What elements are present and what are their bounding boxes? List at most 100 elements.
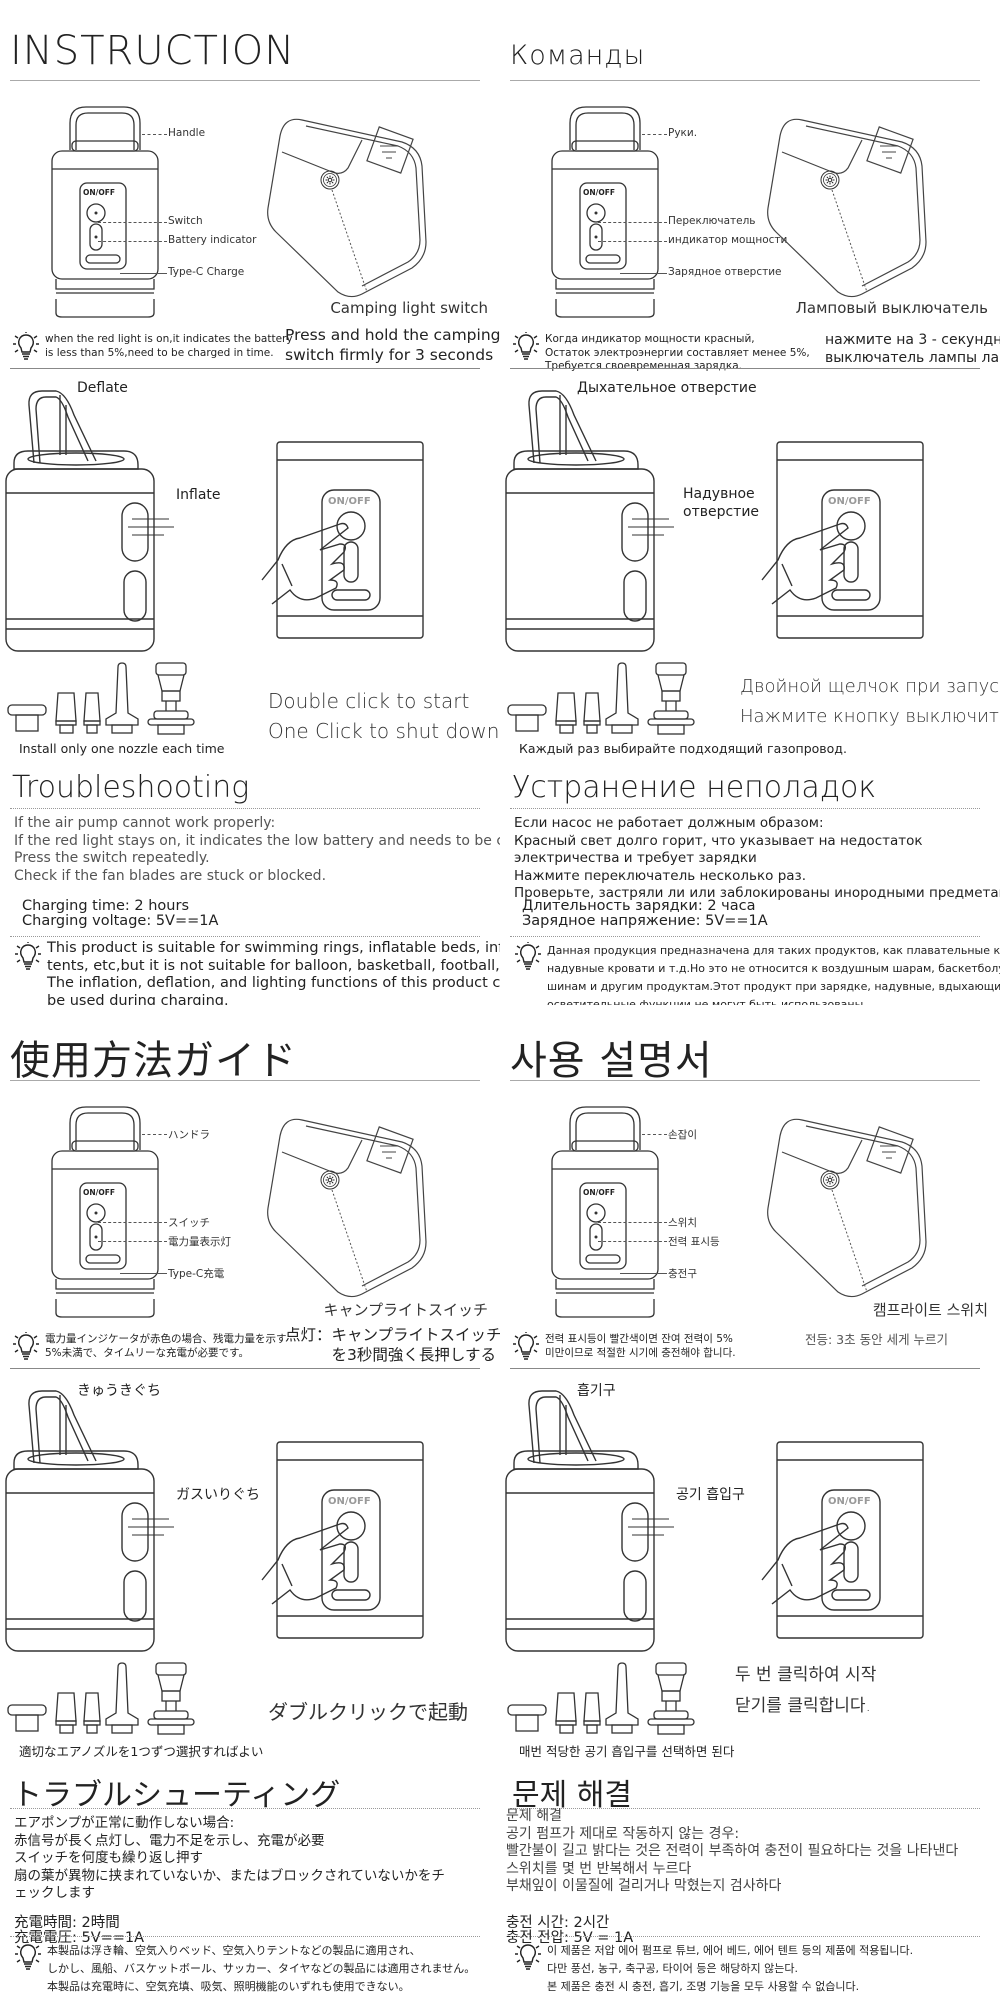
camping-light-switch-label: Ламповый выключатель [795, 299, 988, 317]
pump-side-diagram [5, 1390, 174, 1652]
section-title: Команды [510, 40, 646, 71]
hold-instruction: 点灯：キャンプライトスイッチ を3秒間強く長押しする [285, 1325, 500, 1365]
troubleshooting-title: トラブルシューティング [12, 1778, 341, 1813]
notice-line: be used during charging. [47, 992, 229, 1006]
charging-time: Charging time: 2 hours [22, 898, 189, 914]
troubleshooting-line: If the red light stays on, it indicates … [14, 832, 500, 849]
troubleshooting-line: 문제 해결 [506, 1808, 562, 1824]
divider [10, 1936, 480, 1937]
handle-label: ハンドラ [168, 1129, 210, 1141]
notice-line: The inflation, deflation, and lighting f… [47, 975, 500, 991]
charging-time: 충전 시간: 2시간 [506, 1915, 610, 1931]
troubleshooting-list: エアポンプが正常に動作しない場合: 赤信号が長く点灯し、電力不足を示し、充電が必… [14, 1815, 445, 1903]
tip-line: 전력 표시등이 빨간색이면 잔여 전력이 5% [545, 1333, 733, 1345]
charging-specs: 充電時間: 2時間 充電電圧: 5V==1A [14, 1916, 144, 1945]
troubleshooting-line: 스위치를 몇 번 반복해서 누르다 [506, 1860, 692, 1877]
tip-line: Остаток электроэнергии составляет менее … [545, 346, 810, 359]
onoff-label: ON/OFF [83, 188, 115, 197]
leader-line [598, 241, 667, 242]
usage-notice: This product is suitable for swimming ri… [47, 940, 500, 1005]
notice-line: しかし、風船、バスケットボール、サッカー、タイヤなどの製品には適用されません。 [47, 1962, 476, 1975]
tip-line: 미만이므로 적절한 시기에 충전해야 합니다. [545, 1346, 736, 1359]
section-title: INSTRUCTION [10, 28, 296, 74]
double-click-line: Double click to start [268, 689, 470, 713]
pump-side-diagram [505, 390, 674, 652]
english-instructions: INSTRUCTION ON/OFF Handle Switch Battery… [0, 0, 500, 1005]
tip-line: 5%未満で、タイムリーな充電が必要です。 [45, 1346, 249, 1359]
divider [510, 80, 980, 81]
nozzle-set-diagram [507, 1662, 695, 1735]
divider [510, 368, 980, 369]
battery-tip: Когда индикатор мощности красный, Остато… [545, 333, 810, 374]
double-click-line: 두 번 클릭하여 시작 [735, 1665, 877, 1685]
lightbulb-tip-icon [12, 1332, 40, 1362]
troubleshooting-line: Press the switch repeatedly. [14, 850, 210, 866]
sun-icon [320, 1170, 340, 1190]
notice-line: Данная продукция предназначена для таких… [547, 944, 1000, 957]
divider [10, 936, 480, 937]
usage-notice: Данная продукция предназначена для таких… [547, 942, 1000, 1005]
charging-time: 充電時間: 2時間 [14, 1915, 120, 1931]
lightbulb-tip-icon [12, 332, 40, 362]
divider [510, 808, 980, 809]
divider [510, 1808, 980, 1809]
sun-icon [820, 1170, 840, 1190]
charging-voltage: 충전 전압: 5V = 1A [506, 1929, 634, 1946]
lantern-front-diagram: ON/OFF [51, 1106, 159, 1318]
camping-light-diagram [767, 118, 927, 298]
onoff-label: ON/OFF [328, 496, 371, 507]
divider [10, 808, 480, 809]
type-c-charge-label: Зарядное отверстие [668, 266, 782, 278]
leader-line [98, 1241, 167, 1242]
tip-line: 電力量インジケータが赤色の場合、残電力量を示す [45, 1333, 287, 1345]
leader-line [120, 273, 167, 274]
battery-tip: 電力量インジケータが赤色の場合、残電力量を示す 5%未満で、タイムリーな充電が必… [45, 1333, 287, 1360]
lightbulb-notice-icon [514, 942, 542, 972]
troubleshooting-title: 문제 해결 [512, 1778, 632, 1813]
lantern-front-diagram: ON/OFF [51, 106, 159, 318]
divider [10, 80, 480, 81]
onoff-label: ON/OFF [828, 496, 871, 507]
lightbulb-tip-icon [512, 332, 540, 362]
lightbulb-notice-icon [14, 1942, 42, 1972]
notice-line: 本製品は浮き輪、空気入りベッド、空気入りテントなどの製品に適用され、 [47, 1944, 421, 1957]
hold-line: нажмите на 3 - секундный [825, 332, 1000, 348]
lightbulb-tip-icon [512, 1332, 540, 1362]
sun-icon [820, 170, 840, 190]
lantern-front-diagram: ON/OFF [551, 1106, 659, 1318]
hold-line: を3秒間強く長押しする [285, 1346, 497, 1364]
nozzle-caption: Каждый раз выбирайте подходящий газопров… [519, 741, 847, 756]
battery-indicator-label: Battery indicator [168, 234, 257, 246]
notice-line: осветительные функции не могут быть испо… [547, 998, 864, 1005]
troubleshooting-line: 빨간불이 길고 밝다는 것은 전력이 부족하여 충전이 필요하다는 것을 나타낸… [506, 1843, 959, 1859]
leader-line [598, 1222, 667, 1223]
charging-time: Длительность зарядки: 2 часа [522, 898, 756, 914]
leader-line [142, 134, 167, 135]
handle-label: Руки. [668, 127, 698, 139]
sun-icon [320, 170, 340, 190]
troubleshooting-list: Если насос не работает должным образом: … [514, 815, 1000, 903]
inflate-label: 공기 흡입구 [676, 1487, 745, 1503]
hold-line: switch firmly for 3 seconds [285, 346, 494, 364]
charging-voltage: 充電電圧: 5V==1A [14, 1929, 145, 1946]
notice-line: 이 제품은 저압 에어 펌프로 튜브, 에어 베드, 에어 텐트 등의 제품에 … [547, 1944, 914, 1957]
onoff-label: ON/OFF [328, 1496, 371, 1507]
click-instruction: Двойной щелчок при запуске Нажмите кнопк… [740, 672, 1000, 732]
leader-line [120, 1273, 167, 1274]
nozzle-caption: 適切なエアノズルを1つずつ選択すればよい [19, 1744, 264, 1759]
battery-indicator-label: 電力量表示灯 [168, 1236, 231, 1248]
troubleshooting-title: Troubleshooting [12, 770, 250, 805]
notice-line: надувные кровати и т.д.Но это не относит… [547, 962, 1000, 975]
korean-instructions: 사용 설명서 ON/OFF 손잡이 스위치 전력 표시등 충전구 [500, 1000, 1000, 2000]
battery-tip: when the red light is on,it indicates th… [45, 333, 293, 360]
camping-light-diagram [267, 118, 427, 298]
divider [10, 1080, 480, 1081]
troubleshooting-line: エアポンプが正常に動作しない場合: [14, 1815, 235, 1831]
divider [510, 1936, 980, 1937]
inflate-label: Надувное отверстие [683, 486, 760, 520]
charging-voltage: Charging voltage: 5V==1A [22, 912, 219, 929]
double-click-line: ダブルクリックで起動 [268, 1700, 468, 1724]
notice-line: 본 제품은 충전 시 충전, 흡기, 조명 기능을 모두 사용할 수 없습니다. [547, 1980, 860, 1993]
troubleshooting-line: スイッチを何度も繰り返し押す [14, 1850, 203, 1866]
leader-line [620, 1273, 667, 1274]
